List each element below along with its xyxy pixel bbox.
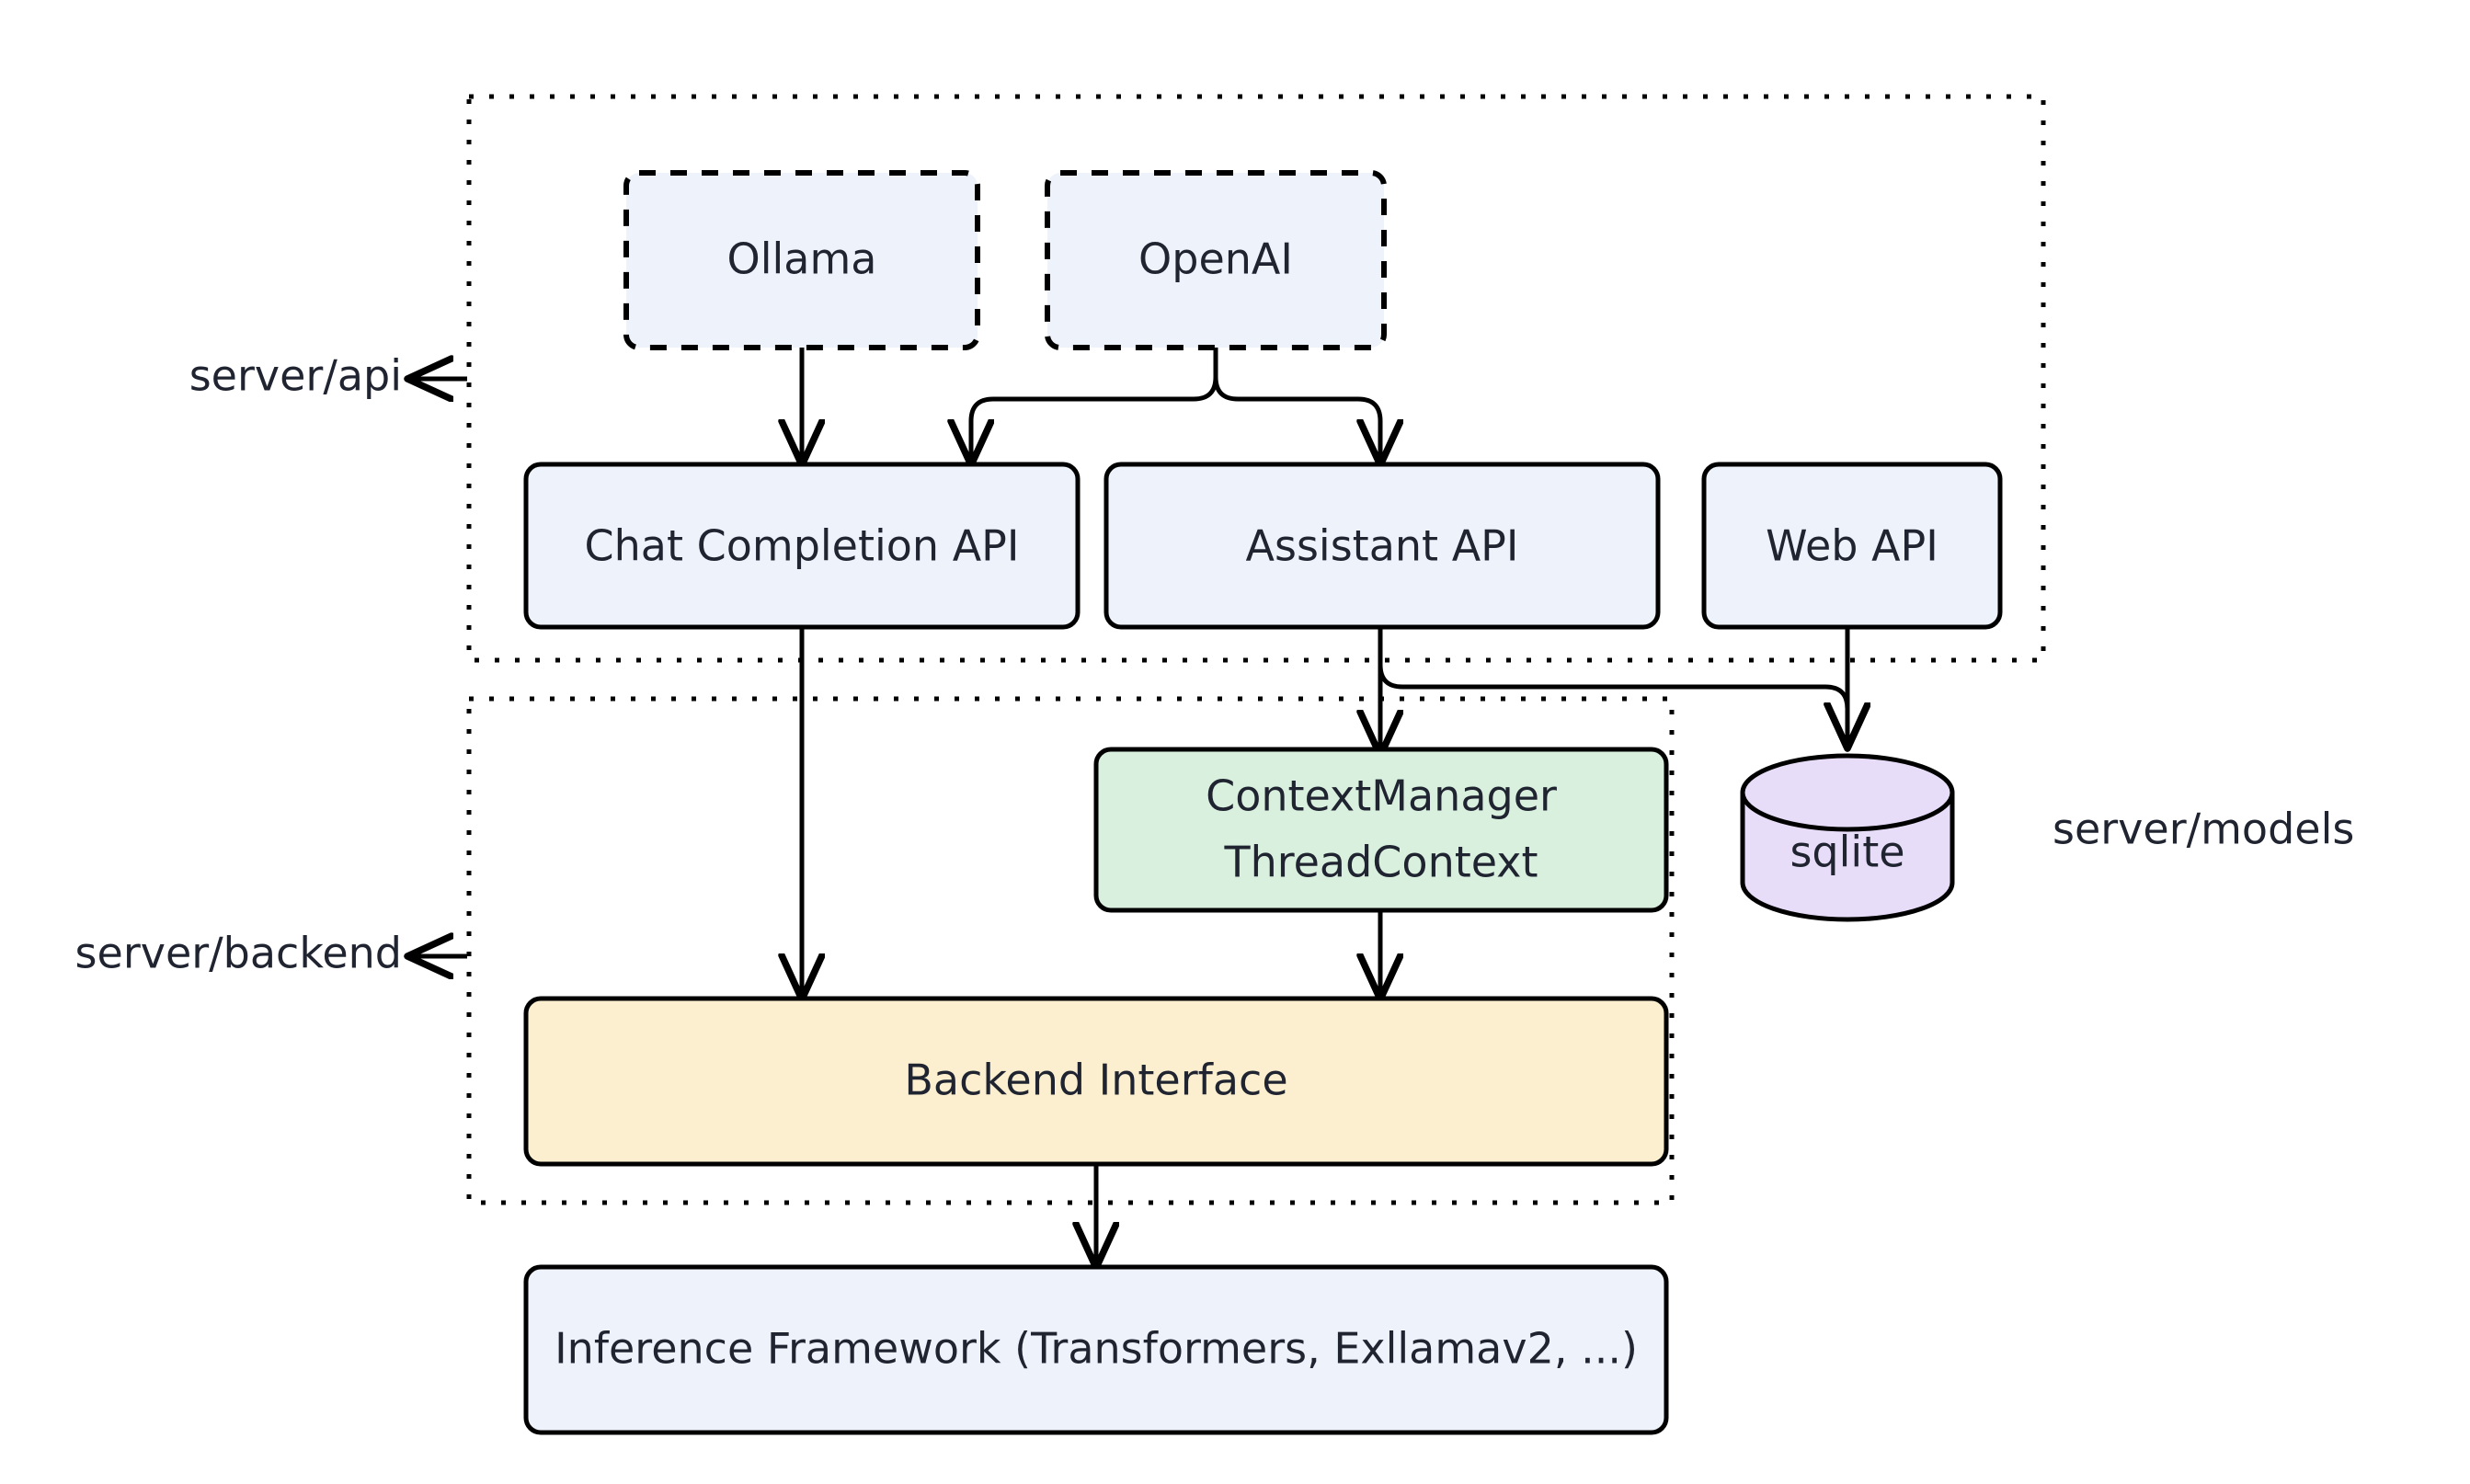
node-assistant-api-box[interactable]	[1103, 462, 1661, 630]
node-ollama-label: Ollama	[727, 234, 877, 284]
node-context-manager[interactable]: ContextManager ThreadContext	[1093, 747, 1669, 913]
node-web-api-box[interactable]	[1701, 462, 2003, 630]
edge-openai-to-assistant-api	[1213, 376, 1380, 462]
group-label-api-text: server/api	[189, 351, 402, 401]
node-context-manager-label-line2: ThreadContext	[1223, 838, 1538, 887]
node-sqlite[interactable]: sqlite	[1740, 753, 1955, 922]
node-inference-framework-label: Inference Framework (Transformers, Exlla…	[555, 1324, 1638, 1374]
node-context-manager-label-line1: ContextManager	[1206, 771, 1557, 821]
edge-assistant-api-to-sqlite	[1378, 664, 1847, 745]
group-label-backend: server/backend	[75, 929, 467, 978]
node-sqlite-cylinder-top-arc	[1740, 792, 1955, 832]
node-backend-interface-box[interactable]	[523, 996, 1669, 1167]
node-openai-label: OpenAI	[1138, 234, 1293, 284]
node-sqlite-cylinder-body[interactable]	[1740, 753, 1955, 922]
group-label-models: server/models	[2053, 805, 2354, 854]
node-backend-interface[interactable]: Backend Interface	[523, 996, 1669, 1167]
group-label-api: server/api	[189, 351, 467, 401]
node-ollama-box[interactable]	[623, 170, 980, 350]
node-openai[interactable]: OpenAI	[1045, 170, 1387, 350]
group-container-backend	[466, 696, 1675, 1205]
node-backend-interface-label: Backend Interface	[904, 1056, 1287, 1105]
node-ollama[interactable]: Ollama	[623, 170, 980, 350]
node-context-manager-box[interactable]	[1093, 747, 1669, 913]
group-label-models-text: server/models	[2053, 805, 2354, 854]
node-sqlite-label: sqlite	[1790, 828, 1904, 877]
node-openai-box[interactable]	[1045, 170, 1387, 350]
node-web-api[interactable]: Web API	[1701, 462, 2003, 630]
node-inference-framework-box[interactable]	[523, 1264, 1669, 1435]
node-chat-completion-api-box[interactable]	[523, 462, 1081, 630]
node-assistant-api-label: Assistant API	[1246, 521, 1519, 571]
group-label-backend-text: server/backend	[75, 929, 402, 978]
edge-openai-to-chat-completion-api	[971, 376, 1218, 462]
node-web-api-label: Web API	[1766, 521, 1938, 571]
node-assistant-api[interactable]: Assistant API	[1103, 462, 1661, 630]
node-inference-framework[interactable]: Inference Framework (Transformers, Exlla…	[523, 1264, 1669, 1435]
node-chat-completion-api[interactable]: Chat Completion API	[523, 462, 1081, 630]
node-chat-completion-api-label: Chat Completion API	[585, 521, 1020, 571]
